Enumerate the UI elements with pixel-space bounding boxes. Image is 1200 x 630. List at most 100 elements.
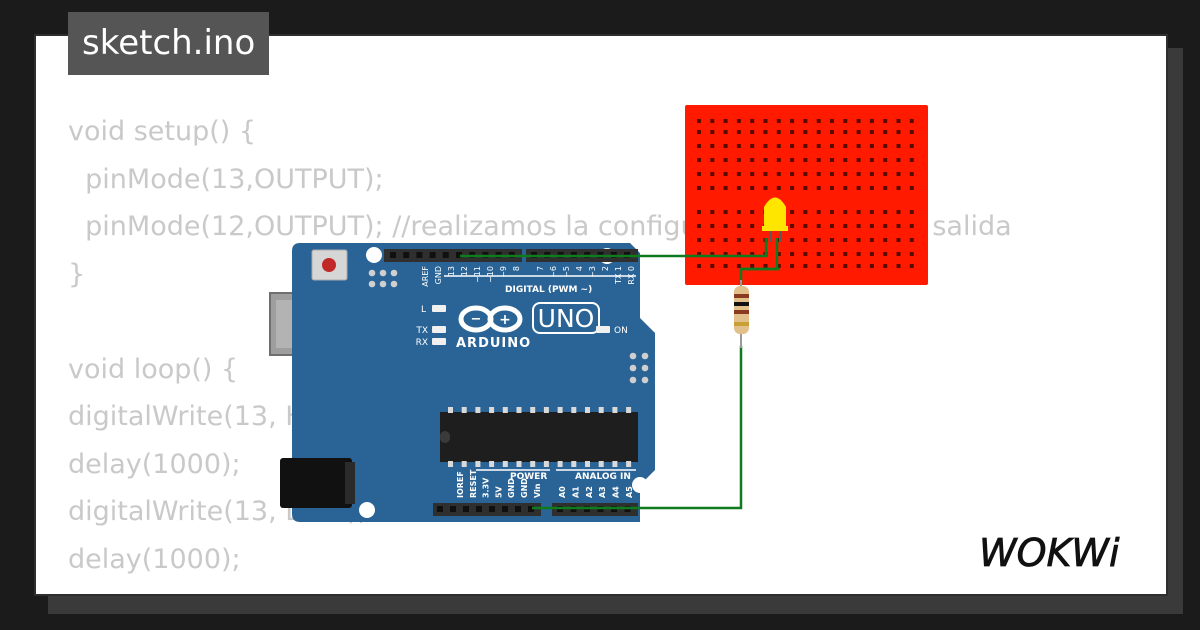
chip-pin: [585, 407, 590, 413]
chip-notch: [440, 431, 450, 443]
digital-pin-label: GND: [434, 266, 443, 284]
mini-breadboard[interactable]: [685, 105, 928, 285]
breadboard-hole: [843, 224, 848, 228]
power-pin-label: Vin: [533, 483, 542, 498]
digital-pin-label: 2: [601, 266, 610, 271]
icsp-header: [629, 352, 649, 384]
led-on: [596, 326, 610, 333]
sketch-filename-tab: sketch.ino: [68, 12, 270, 75]
resistor[interactable]: [734, 280, 749, 348]
breadboard-hole: [896, 130, 901, 134]
digital-pin-label: ~3: [588, 266, 597, 278]
digital-pin-label: ~10: [486, 266, 495, 283]
breadboard-hole: [909, 264, 914, 268]
led-rx-label: RX: [416, 338, 428, 348]
breadboard-hole: [790, 144, 795, 148]
breadboard-hole: [869, 186, 874, 190]
breadboard-hole: [736, 119, 741, 123]
chip-pins: [448, 407, 632, 467]
breadboard-hole: [883, 210, 888, 214]
breadboard-hole: [776, 144, 781, 148]
reset-button-cap[interactable]: [322, 258, 336, 272]
chip-pin: [626, 461, 632, 467]
analog-pin-label: A3: [598, 486, 607, 498]
header-socket: [450, 506, 456, 512]
digital-pin-label: 7: [536, 266, 545, 271]
breadboard-hole: [856, 252, 861, 256]
led-l: [432, 305, 446, 312]
chip-pin: [612, 461, 618, 467]
code-line: void setup() {: [68, 116, 257, 147]
breadboard-holes: [697, 119, 914, 268]
breadboard-hole: [736, 210, 741, 214]
header-socket: [489, 506, 495, 512]
breadboard-hole: [750, 224, 755, 228]
breadboard-hole: [790, 172, 795, 176]
digital-pin-label: ~11: [473, 266, 482, 283]
breadboard-hole: [736, 264, 741, 268]
breadboard-hole: [710, 130, 715, 134]
breadboard-hole: [816, 172, 821, 176]
breadboard-hole: [830, 224, 834, 228]
breadboard-hole: [843, 252, 848, 256]
wires[interactable]: [460, 238, 780, 510]
breadboard-hole: [869, 238, 874, 242]
breadboard-hole: [843, 172, 848, 176]
breadboard-hole: [803, 224, 808, 228]
breadboard-hole: [710, 144, 715, 148]
code-line: delay(1000);: [68, 543, 241, 575]
header-socket: [476, 506, 482, 512]
chip-pin: [461, 407, 467, 413]
breadboard-hole: [883, 130, 888, 134]
breadboard-hole: [697, 119, 701, 123]
yellow-led[interactable]: [762, 197, 788, 243]
digital-pin-label: AREF: [421, 266, 430, 287]
chip-pin: [502, 407, 508, 413]
breadboard-hole: [843, 158, 848, 162]
power-header: [433, 503, 541, 516]
led-body: [764, 197, 786, 230]
led-rx: [432, 338, 446, 345]
chip-pin: [543, 461, 549, 467]
power-jack: [280, 458, 352, 508]
icsp-pin: [368, 269, 376, 277]
breadboard-hole: [883, 119, 888, 123]
power-pin-label: 5V: [494, 485, 503, 498]
breadboard-hole: [830, 252, 834, 256]
breadboard-hole: [750, 144, 755, 148]
icsp-pin: [368, 280, 376, 288]
breadboard-hole: [896, 210, 901, 214]
breadboard-hole: [883, 252, 888, 256]
breadboard-hole: [697, 224, 701, 228]
breadboard-hole: [803, 238, 808, 242]
breadboard-hole: [816, 119, 821, 123]
power-header-label: POWER: [510, 472, 547, 482]
wire-gnd-to-resistor[interactable]: [532, 346, 743, 510]
breadboard-hole: [909, 210, 914, 214]
breadboard-hole: [763, 264, 768, 268]
breadboard-hole: [736, 172, 741, 176]
breadboard-hole: [697, 130, 701, 134]
breadboard-hole: [750, 264, 755, 268]
icsp-pin: [641, 364, 649, 372]
wire-pin13-to-led[interactable]: [460, 238, 768, 258]
resistor-band: [734, 294, 749, 298]
chip-pin: [598, 407, 604, 413]
breadboard-hole: [736, 238, 741, 242]
breadboard-hole: [843, 238, 848, 242]
breadboard-hole: [883, 172, 888, 176]
breadboard-hole: [856, 224, 861, 228]
breadboard-hole: [776, 119, 781, 123]
breadboard-hole: [723, 130, 728, 134]
power-pin-label: RESET: [469, 469, 478, 498]
breadboard-hole: [763, 186, 768, 190]
breadboard-hole: [750, 158, 755, 162]
atmega-chip: [440, 412, 638, 462]
breadboard-hole: [869, 158, 874, 162]
breadboard-hole: [710, 264, 715, 268]
chip-pin: [489, 407, 495, 413]
breadboard-hole: [883, 186, 888, 190]
breadboard-hole: [803, 158, 808, 162]
led-rim: [762, 226, 788, 231]
